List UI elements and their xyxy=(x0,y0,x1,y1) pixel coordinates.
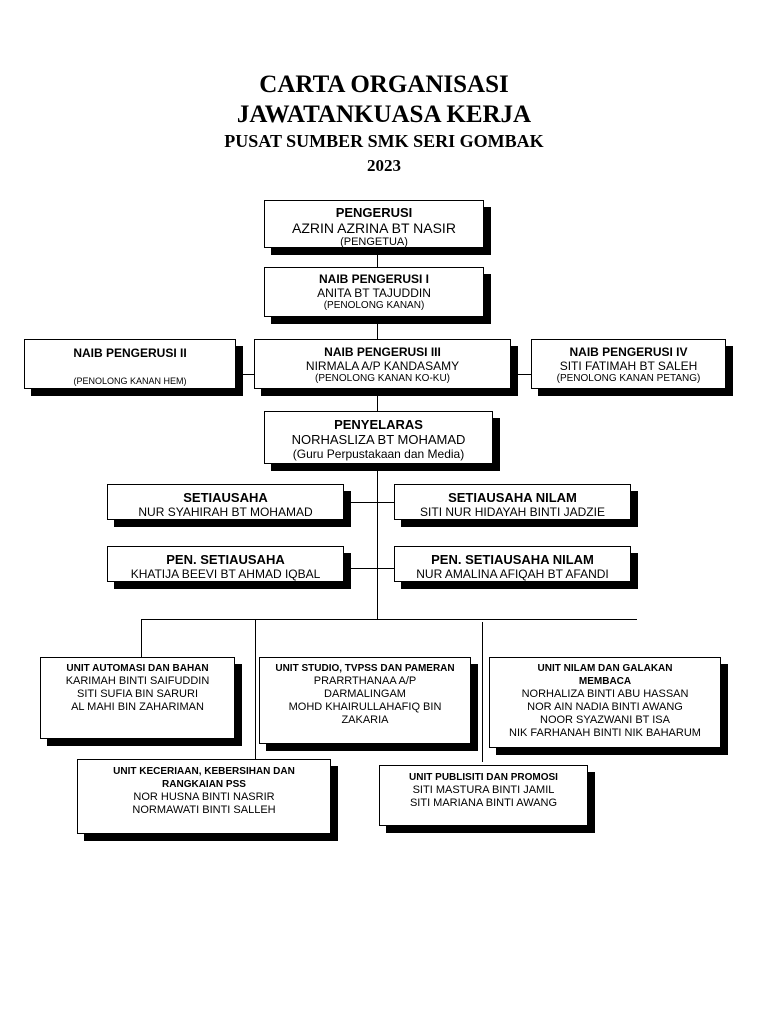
naib-pengerusi-2-title: NAIB PENGERUSI II xyxy=(73,346,187,360)
naib-pengerusi-3-title: NAIB PENGERUSI III xyxy=(324,345,441,359)
pen-setiausaha-nilam-name: NUR AMALINA AFIQAH BT AFANDI xyxy=(416,567,609,581)
setiausaha-box: SETIAUSAHA NUR SYAHIRAH BT MOHAMAD xyxy=(107,484,344,520)
unit-publisiti-box: UNIT PUBLISITI DAN PROMOSI SITI MASTURA … xyxy=(379,765,588,826)
naib-pengerusi-2-role: (PENOLONG KANAN HEM) xyxy=(73,376,187,386)
unit-nilam-member: NIK FARHANAH BINTI NIK BAHARUM xyxy=(509,727,701,739)
connector-units-bar xyxy=(141,619,637,620)
unit-publisiti-member: SITI MARIANA BINTI AWANG xyxy=(409,797,558,809)
unit-automasi-title: UNIT AUTOMASI DAN BAHAN xyxy=(66,663,209,674)
pengerusi-box: PENGERUSI AZRIN AZRINA BT NASIR (PENGETU… xyxy=(264,200,484,248)
setiausaha-title: SETIAUSAHA xyxy=(183,490,268,505)
connector-unit-keceriaan xyxy=(255,619,256,759)
naib-pengerusi-4-box: NAIB PENGERUSI IV SITI FATIMAH BT SALEH … xyxy=(531,339,726,389)
unit-publisiti-member: SITI MASTURA BINTI JAMIL xyxy=(412,784,555,796)
unit-keceriaan-member: NOR HUSNA BINTI NASRIR xyxy=(133,791,275,803)
penyelaras-box: PENYELARAS NORHASLIZA BT MOHAMAD (Guru P… xyxy=(264,411,493,464)
setiausaha-nilam-box: SETIAUSAHA NILAM SITI NUR HIDAYAH BINTI … xyxy=(394,484,631,520)
naib-pengerusi-1-title: NAIB PENGERUSI I xyxy=(318,272,429,286)
connector-pen-setiausaha xyxy=(344,568,394,569)
setiausaha-name: NUR SYAHIRAH BT MOHAMAD xyxy=(138,505,313,519)
naib-pengerusi-4-role: (PENOLONG KANAN PETANG) xyxy=(556,373,701,384)
unit-studio-member: MOHD KHAIRULLAHAFIQ BIN ZAKARIA xyxy=(288,701,442,726)
pen-setiausaha-box: PEN. SETIAUSAHA KHATIJA BEEVI BT AHMAD I… xyxy=(107,546,344,582)
pen-setiausaha-nilam-box: PEN. SETIAUSAHA NILAM NUR AMALINA AFIQAH… xyxy=(394,546,631,582)
unit-nilam-member: NOR AIN NADIA BINTI AWANG xyxy=(527,701,683,713)
pengerusi-title: PENGERUSI xyxy=(335,205,413,220)
naib-pengerusi-3-name: NIRMALA A/P KANDASAMY xyxy=(305,359,460,373)
naib-pengerusi-4-name: SITI FATIMAH BT SALEH xyxy=(559,359,698,373)
chart-title-line1: CARTA ORGANISASI xyxy=(259,71,509,98)
unit-publisiti-title: UNIT PUBLISITI DAN PROMOSI xyxy=(409,772,558,783)
pengerusi-role: (PENGETUA) xyxy=(340,236,408,248)
penyelaras-title: PENYELARAS xyxy=(334,417,423,432)
naib-pengerusi-3-role: (PENOLONG KANAN KO-KU) xyxy=(314,373,451,384)
chart-year: 2023 xyxy=(367,156,401,175)
unit-automasi-member: KARIMAH BINTI SAIFUDDIN xyxy=(65,675,210,687)
unit-studio-member: PRARRTHANAA A/P DARMALINGAM xyxy=(313,675,417,700)
unit-nilam-member: NOOR SYAZWANI BT ISA xyxy=(540,714,670,726)
chart-title-line2: JAWATANKUASA KERJA xyxy=(236,101,532,128)
connector-setiausaha xyxy=(344,502,394,503)
unit-keceriaan-member: NORMAWATI BINTI SALLEH xyxy=(132,804,276,816)
naib-pengerusi-1-box: NAIB PENGERUSI I ANITA BT TAJUDDIN (PENO… xyxy=(264,267,484,317)
naib-pengerusi-2-box: NAIB PENGERUSI II (PENOLONG KANAN HEM) xyxy=(24,339,236,389)
unit-studio-title: UNIT STUDIO, TVPSS DAN PAMERAN xyxy=(275,663,455,674)
setiausaha-nilam-name: SITI NUR HIDAYAH BINTI JADZIE xyxy=(420,505,605,519)
naib-pengerusi-3-box: NAIB PENGERUSI III NIRMALA A/P KANDASAMY… xyxy=(254,339,511,389)
penyelaras-name: NORHASLIZA BT MOHAMAD xyxy=(291,432,466,447)
unit-nilam-title: UNIT NILAM DAN GALAKAN MEMBACA xyxy=(537,663,673,687)
unit-nilam-box: UNIT NILAM DAN GALAKAN MEMBACA NORHALIZA… xyxy=(489,657,721,748)
pengerusi-name: AZRIN AZRINA BT NASIR xyxy=(292,220,456,236)
naib-pengerusi-4-title: NAIB PENGERUSI IV xyxy=(569,345,688,359)
pen-setiausaha-name: KHATIJA BEEVI BT AHMAD IQBAL xyxy=(130,567,321,581)
naib-pengerusi-1-role: (PENOLONG KANAN) xyxy=(323,300,425,311)
penyelaras-role: (Guru Perpustakaan dan Media) xyxy=(292,447,465,461)
naib-pengerusi-1-name: ANITA BT TAJUDDIN xyxy=(317,286,431,300)
unit-nilam-member: NORHALIZA BINTI ABU HASSAN xyxy=(521,688,689,700)
setiausaha-nilam-title: SETIAUSAHA NILAM xyxy=(448,490,577,505)
pen-setiausaha-title: PEN. SETIAUSAHA xyxy=(166,552,285,567)
unit-studio-box: UNIT STUDIO, TVPSS DAN PAMERAN PRARRTHAN… xyxy=(259,657,471,744)
unit-keceriaan-title: UNIT KECERIAAN, KEBERSIHAN DAN RANGKAIAN… xyxy=(113,766,295,790)
pen-setiausaha-nilam-title: PEN. SETIAUSAHA NILAM xyxy=(431,552,594,567)
unit-automasi-box: UNIT AUTOMASI DAN BAHAN KARIMAH BINTI SA… xyxy=(40,657,235,739)
unit-automasi-member: SITI SUFIA BIN SARURI xyxy=(76,688,199,700)
connector-unit-publisiti xyxy=(482,622,483,762)
chart-subtitle: PUSAT SUMBER SMK SERI GOMBAK xyxy=(224,131,544,151)
unit-keceriaan-box: UNIT KECERIAAN, KEBERSIHAN DAN RANGKAIAN… xyxy=(77,759,331,834)
unit-automasi-member: AL MAHI BIN ZAHARIMAN xyxy=(71,701,204,713)
connector-unit-automasi xyxy=(141,619,142,657)
